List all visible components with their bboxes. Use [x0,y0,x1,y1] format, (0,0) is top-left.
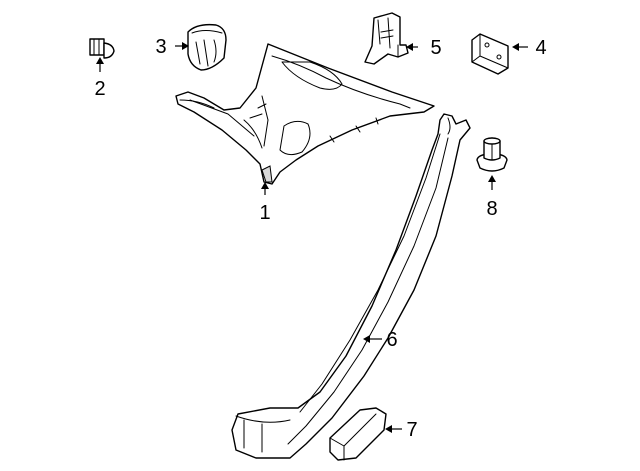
part-2-push-clip [89,38,115,59]
arrow-4 [512,43,519,51]
arrow-7 [385,425,392,433]
arrow-6 [363,335,370,343]
part-6-pillar-trim [231,113,471,459]
arrow-3 [182,42,189,50]
arrow-8 [488,175,496,182]
callout-6: 6 [386,329,397,351]
callout-8: 8 [486,198,497,220]
part-5-bracket [364,12,409,65]
callout-1: 1 [259,202,270,224]
callout-7: 7 [406,419,417,441]
arrow-1 [261,182,269,189]
callout-2: 2 [94,78,105,100]
callout-5: 5 [430,37,441,59]
arrow-2 [96,57,104,64]
callout-3: 3 [155,36,166,58]
arrow-5 [406,43,413,51]
part-8-nut [476,137,508,172]
callout-4: 4 [535,37,546,59]
part-4-plate [471,33,509,75]
part-3-cover-cap [187,23,227,71]
part-1-quarter-trim-panel [175,43,435,185]
part-7-trim-piece [329,407,387,461]
